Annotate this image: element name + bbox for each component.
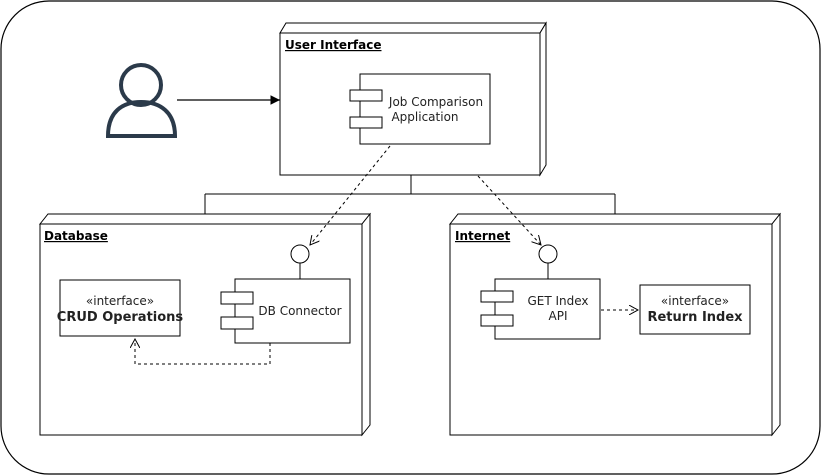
internet-title: Internet	[455, 229, 510, 243]
job-comparison-label-line2: Application	[391, 110, 458, 124]
job-comparison-component: Job Comparison Application	[349, 73, 491, 145]
api-provided-interface-icon	[538, 244, 558, 264]
crud-interface-box: «interface» CRUD Operations	[57, 279, 184, 337]
user-actor-icon	[105, 63, 178, 138]
get-index-component: GET Index API	[480, 244, 601, 340]
get-index-label-line2: API	[549, 309, 568, 323]
return-index-interface-box: «interface» Return Index	[639, 284, 751, 335]
get-index-label-line1: GET Index	[527, 294, 588, 308]
return-index-name: Return Index	[647, 310, 743, 325]
crud-name: CRUD Operations	[57, 310, 184, 325]
user-interface-node: User Interface	[279, 21, 547, 177]
component-port-icon	[220, 316, 254, 330]
job-comparison-label-line1: Job Comparison	[388, 95, 483, 109]
component-port-icon	[480, 314, 514, 327]
db-connector-label: DB Connector	[258, 304, 341, 318]
db-connector-component: DB Connector	[220, 244, 351, 344]
component-port-icon	[480, 290, 514, 303]
database-title: Database	[44, 229, 108, 243]
return-index-stereotype: «interface»	[661, 294, 729, 308]
component-port-icon	[349, 116, 383, 129]
component-port-icon	[220, 291, 254, 305]
user-interface-title: User Interface	[285, 38, 382, 52]
db-connector-to-crud-dependency-arrow	[135, 339, 271, 365]
node-connector-lines	[204, 175, 616, 214]
crud-stereotype: «interface»	[86, 294, 154, 308]
dependency-arrows	[135, 145, 638, 365]
component-port-icon	[349, 89, 383, 102]
db-provided-interface-icon	[290, 244, 310, 264]
